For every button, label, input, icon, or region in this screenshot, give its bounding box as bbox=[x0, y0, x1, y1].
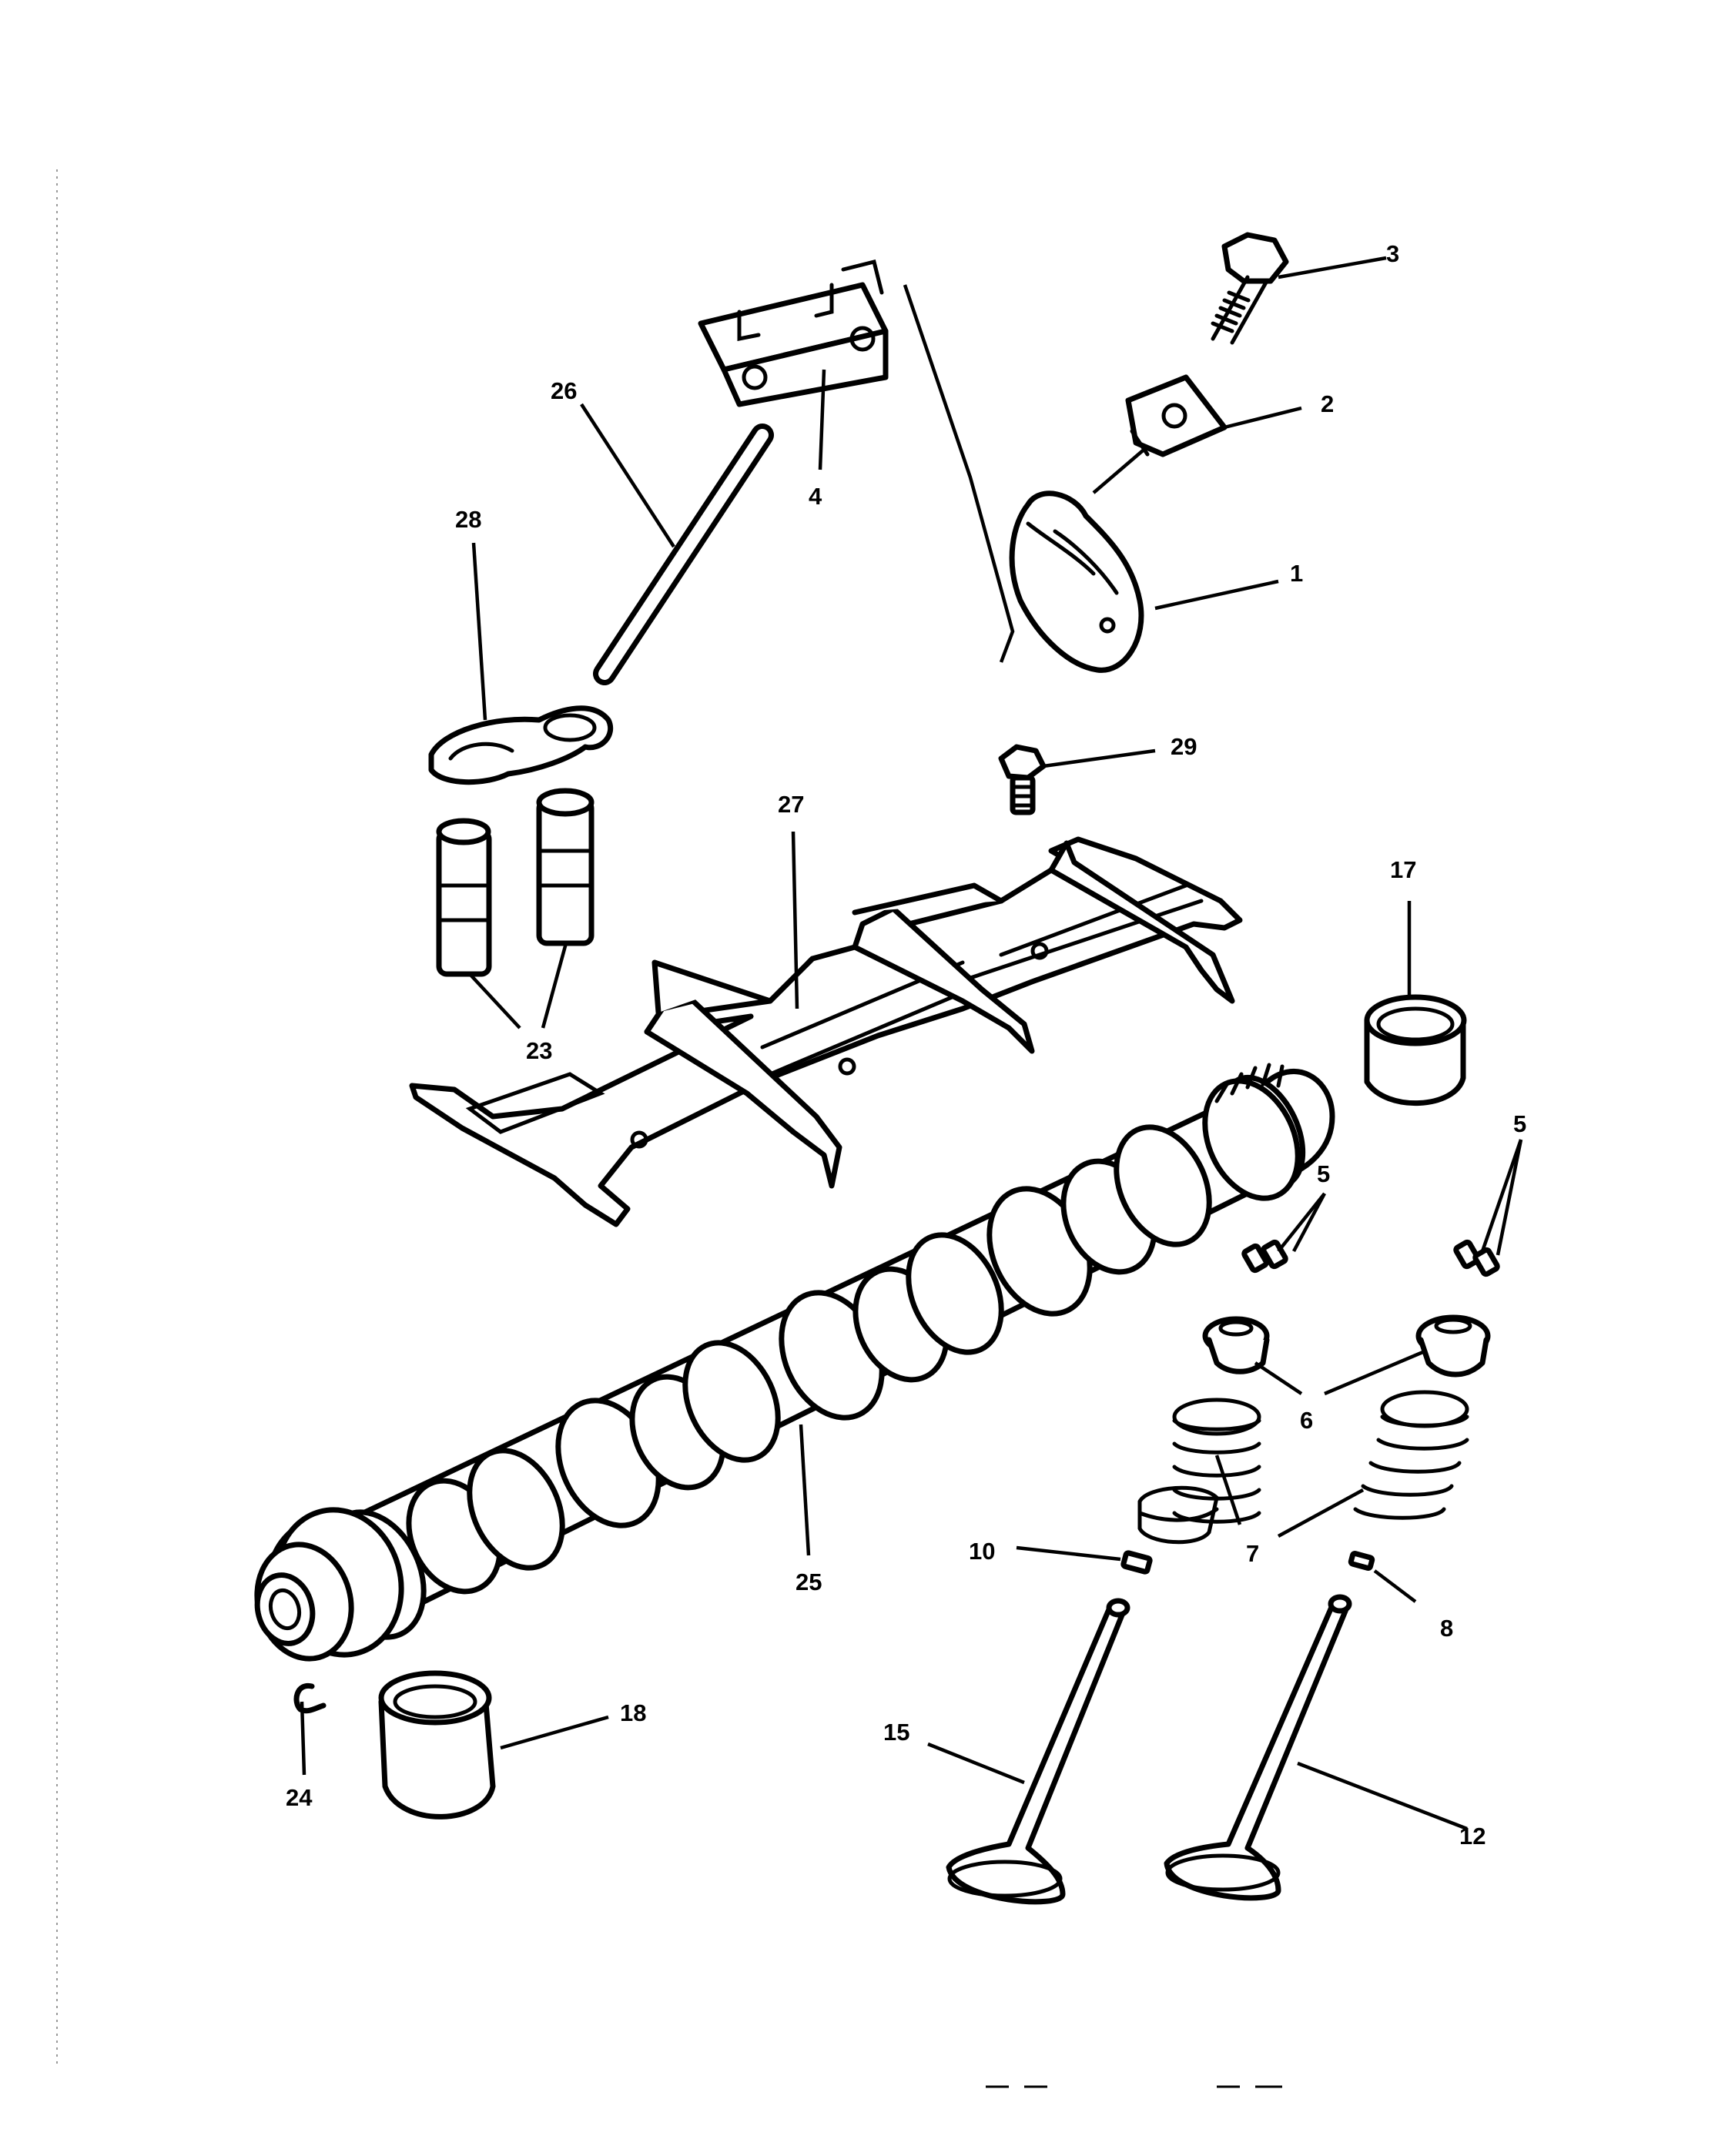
label-17: 17 bbox=[1390, 856, 1416, 883]
lifter-retainer-bracket bbox=[409, 836, 1243, 1227]
label-4: 4 bbox=[809, 483, 822, 510]
camshaft-lobes bbox=[320, 1074, 1306, 1640]
label-10: 10 bbox=[969, 1538, 995, 1565]
rocker-arm bbox=[1009, 490, 1144, 673]
label-26: 26 bbox=[551, 377, 577, 404]
rocker-bolt bbox=[1211, 232, 1289, 345]
camshaft-nose bbox=[254, 1507, 404, 1662]
label-8: 8 bbox=[1440, 1615, 1453, 1642]
label-6: 6 bbox=[1300, 1407, 1313, 1434]
valve-keepers bbox=[1241, 1239, 1500, 1277]
label-24: 24 bbox=[286, 1784, 313, 1811]
camshaft bbox=[254, 1063, 1335, 1662]
label-12: 12 bbox=[1459, 1823, 1486, 1850]
rocker-pivot bbox=[1125, 374, 1228, 457]
valve-seals bbox=[1120, 1550, 1375, 1575]
lifter-guide-retainer bbox=[428, 705, 614, 785]
label-2: 2 bbox=[1321, 390, 1334, 417]
label-27: 27 bbox=[778, 791, 804, 818]
label-5a: 5 bbox=[1317, 1160, 1330, 1187]
label-3: 3 bbox=[1386, 240, 1399, 267]
hydraulic-lifter bbox=[436, 788, 595, 977]
label-25: 25 bbox=[796, 1568, 822, 1595]
pushrod bbox=[593, 424, 774, 685]
intake-valve bbox=[946, 1598, 1130, 1905]
label-28: 28 bbox=[455, 506, 481, 533]
label-1: 1 bbox=[1290, 560, 1303, 587]
pushrod-guide bbox=[698, 259, 1015, 663]
valve-springs bbox=[1137, 1390, 1469, 1545]
label-7: 7 bbox=[1246, 1540, 1259, 1567]
callout-labels: 1 2 3 4 5 5 6 7 8 10 12 15 17 18 23 24 2… bbox=[286, 240, 1526, 1850]
retainer-bolt bbox=[998, 744, 1047, 815]
label-29: 29 bbox=[1171, 733, 1197, 760]
label-18: 18 bbox=[620, 1699, 646, 1726]
leader-lines bbox=[300, 256, 1523, 1831]
camshaft-bearing-rear bbox=[378, 1670, 496, 1820]
exhaust-valve bbox=[1164, 1594, 1352, 1901]
spring-retainers bbox=[1202, 1314, 1491, 1378]
label-23: 23 bbox=[526, 1037, 552, 1064]
label-5b: 5 bbox=[1513, 1110, 1526, 1137]
distributor-drive-gear bbox=[1202, 1063, 1301, 1201]
camshaft-bearing-front bbox=[1364, 994, 1467, 1106]
label-15: 15 bbox=[883, 1719, 909, 1746]
